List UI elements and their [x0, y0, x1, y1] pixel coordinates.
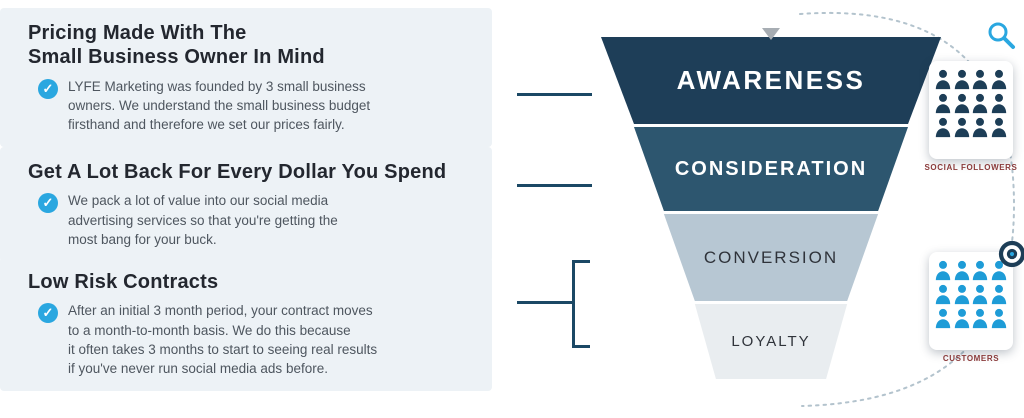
funnel-stage-label: AWARENESS	[676, 65, 866, 95]
person-icon	[935, 260, 951, 281]
connector-bracket-vertical	[572, 260, 575, 348]
person-icon	[991, 117, 1007, 138]
marketing-funnel: AWARENESS CONSIDERATION CONVERSION LOYAL…	[601, 37, 941, 382]
benefit-card-value: Get A Lot Back For Every Dollar You Spen…	[0, 147, 492, 262]
person-icon	[991, 69, 1007, 90]
person-icon	[991, 93, 1007, 114]
card-body-row: ✓ We pack a lot of value into our social…	[38, 191, 476, 248]
funnel-entry-arrow-icon	[762, 28, 780, 40]
person-icon	[935, 69, 951, 90]
social-followers-group	[929, 22, 1015, 159]
person-icon	[972, 69, 988, 90]
person-icon	[972, 260, 988, 281]
funnel-stage-label: LOYALTY	[731, 333, 811, 350]
funnel-stage-conversion: CONVERSION	[663, 214, 879, 301]
customers-label: CUSTOMERS	[942, 354, 1000, 363]
connector-bracket-line	[517, 301, 575, 304]
benefit-card-pricing: Pricing Made With The Small Business Own…	[0, 8, 492, 148]
check-icon: ✓	[38, 303, 58, 324]
card-body-row: ✓ After an initial 3 month period, your …	[38, 301, 476, 378]
person-icon	[954, 117, 970, 138]
card-title: Pricing Made With The Small Business Own…	[28, 22, 325, 69]
bullseye-target-icon	[997, 239, 1024, 274]
person-icon	[935, 284, 951, 305]
person-icon	[991, 284, 1007, 305]
check-icon: ✓	[38, 193, 58, 214]
check-icon: ✓	[38, 78, 58, 99]
benefit-card-contracts: Low Risk Contracts ✓ After an initial 3 …	[0, 257, 492, 392]
funnel-stage-consideration: CONSIDERATION	[633, 127, 909, 211]
person-icon	[954, 260, 970, 281]
person-icon	[991, 308, 1007, 329]
person-icon	[954, 93, 970, 114]
person-icon	[935, 93, 951, 114]
connector-bracket-bottom-stub	[572, 345, 590, 348]
funnel-stage-awareness: AWARENESS	[601, 37, 941, 124]
person-icon	[954, 308, 970, 329]
card-body-row: ✓ LYFE Marketing was founded by 3 small …	[38, 77, 476, 134]
card-body-text: We pack a lot of value into our social m…	[68, 193, 338, 247]
card-body-text: After an initial 3 month period, your co…	[68, 303, 378, 376]
followers-people-grid	[934, 69, 1008, 138]
person-icon	[972, 308, 988, 329]
person-icon	[972, 93, 988, 114]
person-icon	[954, 69, 970, 90]
person-icon	[935, 308, 951, 329]
funnel-stage-loyalty: LOYALTY	[694, 304, 848, 379]
connector-line-awareness	[517, 93, 592, 96]
card-title: Low Risk Contracts	[28, 271, 219, 293]
funnel-stage-label: CONVERSION	[703, 247, 839, 267]
person-icon	[972, 284, 988, 305]
card-title: Get A Lot Back For Every Dollar You Spen…	[28, 161, 447, 183]
person-icon	[972, 117, 988, 138]
person-icon	[954, 284, 970, 305]
customers-group	[929, 240, 1024, 350]
social-followers-label: SOCIAL FOLLOWERS	[924, 163, 1018, 172]
card-body-text: LYFE Marketing was founded by 3 small bu…	[68, 78, 371, 133]
connector-line-consideration	[517, 184, 592, 187]
funnel-stage-label: CONSIDERATION	[674, 157, 868, 180]
magnifier-icon	[985, 19, 1017, 56]
person-icon	[935, 117, 951, 138]
connector-bracket-top-stub	[572, 260, 590, 263]
